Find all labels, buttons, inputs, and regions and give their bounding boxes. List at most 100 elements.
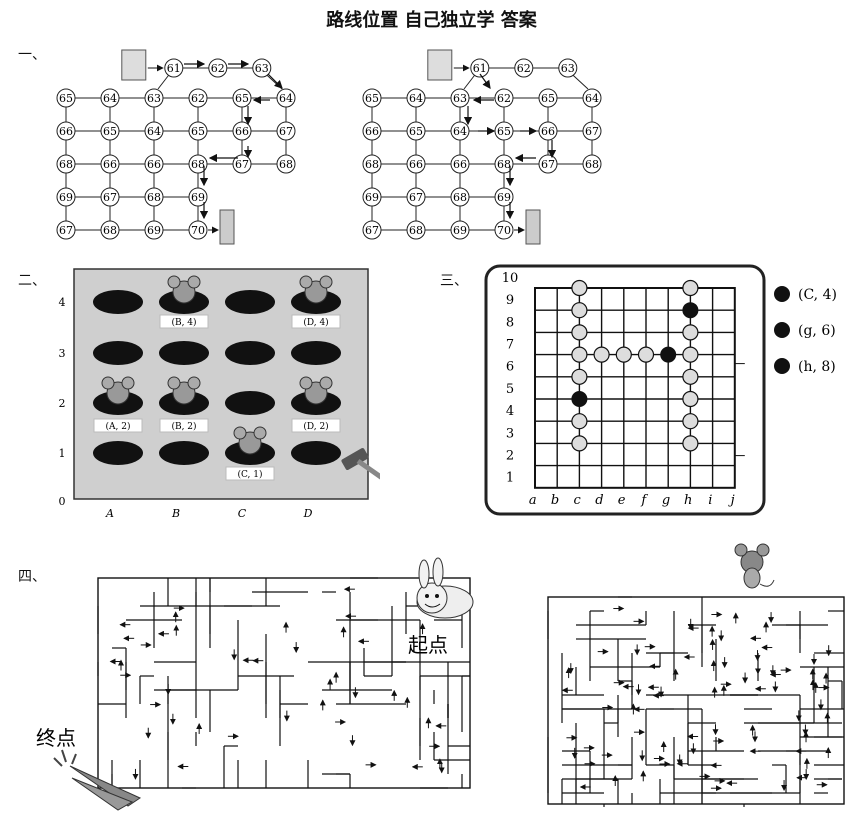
mole-x-tick: A [105,507,114,520]
mole-label-box [93,418,143,433]
mouse-ear [319,376,333,390]
grid-node-number: 66 [541,125,555,138]
mole-y-tick: 2 [59,397,66,410]
grid-node-number: 67 [365,224,379,237]
grid-node-number: 65 [365,92,379,105]
grid-node-number: 67 [541,158,555,171]
grid-node-number: 64 [453,125,467,138]
grid-node-number: 67 [279,125,293,138]
grid-node [252,58,272,78]
grid-node-number: 69 [59,191,73,204]
go-y-tick: 10 [502,271,519,286]
maze-end-label: 终点 [36,726,76,750]
grid-node [362,220,382,240]
grid-node [56,154,76,174]
rabbit-icon [416,557,474,619]
grid-node [450,187,470,207]
grid-node-number: 64 [279,92,293,105]
grid-node [188,121,208,141]
white-stone [571,302,588,319]
section-3-number: 三、 [440,273,468,289]
grid-node-number: 69 [497,191,511,204]
grid-node [450,220,470,240]
grid-node-number: 65 [191,125,205,138]
go-y-tick: 3 [506,426,514,441]
grid-node [164,58,184,78]
grid-node-number: 63 [147,92,161,105]
section-2-number: 二、 [18,273,46,289]
mole-coordinate-label: (B, 2) [171,421,196,432]
grid-node-number: 68 [59,158,73,171]
section-4-number: 四、 [18,569,46,585]
grid-node-number: 65 [235,92,249,105]
white-stone [682,279,699,297]
go-x-tick: f [640,493,648,508]
legend-black-stone [774,322,790,338]
grid-node [144,187,164,207]
mouse-ear [299,376,313,390]
grid-node [406,121,426,141]
mouse-icon [734,543,775,589]
grid-node [494,88,514,108]
grid-node-number: 65 [497,125,511,138]
grid-node [494,187,514,207]
go-stones [571,279,699,452]
grid-node-number: 67 [409,191,423,204]
grid-node-number: 69 [453,224,467,237]
grid-edge [572,74,589,90]
mole-hole [225,341,275,365]
mole-coordinate-label: (B, 4) [171,317,196,328]
grid-node-number: 65 [409,125,423,138]
grid-node-number: 66 [409,158,423,171]
mouse-ear [319,275,333,289]
go-x-tick: j [728,493,735,508]
grid-node-number: 62 [517,62,531,75]
grid-node-number: 70 [497,224,511,237]
mouse-ear [187,376,201,390]
mole-label-box [291,418,341,433]
grid-node-number: 63 [561,62,575,75]
go-x-tick: b [551,493,559,508]
mole-hole [159,441,209,465]
go-grid-border [534,287,736,489]
mole-hole [93,441,143,465]
grid-node-number: 64 [103,92,117,105]
grid-node-number: 67 [103,191,117,204]
grid-node-number: 62 [211,62,225,75]
grid-node-number: 69 [365,191,379,204]
white-stone [571,279,588,297]
grid-node-number: 64 [585,92,599,105]
mole-label-box [159,314,209,329]
route-arrow [479,73,491,89]
goat-icon [525,209,541,245]
grid-edge [157,74,170,90]
carrot-icon [53,749,142,811]
grid-node-number: 65 [59,92,73,105]
go-x-tick: i [708,493,712,508]
grid-node-number: 67 [585,125,599,138]
maze-start-label: 起点 [408,633,448,657]
grid-node-number: 68 [453,191,467,204]
grid-node [188,220,208,240]
grid-node-number: 61 [473,62,487,75]
mole-label-box [159,418,209,433]
grid-node [188,187,208,207]
legend-black-stone [774,358,790,374]
mole-hole [225,391,275,415]
mole-y-tick: 1 [59,447,66,460]
grid-node-number: 62 [191,92,205,105]
grid-node [514,58,534,78]
grid-node [100,220,120,240]
grid-node [582,154,602,174]
go-x-tick: a [529,493,537,508]
go-x-tick: c [574,493,582,508]
grid-node [494,154,514,174]
maze-left [97,577,471,789]
grid-node-number: 65 [103,125,117,138]
mole-hole [291,441,341,465]
grid-node [582,88,602,108]
white-stone [615,346,632,363]
grid-node [232,121,252,141]
white-stone [682,368,699,385]
